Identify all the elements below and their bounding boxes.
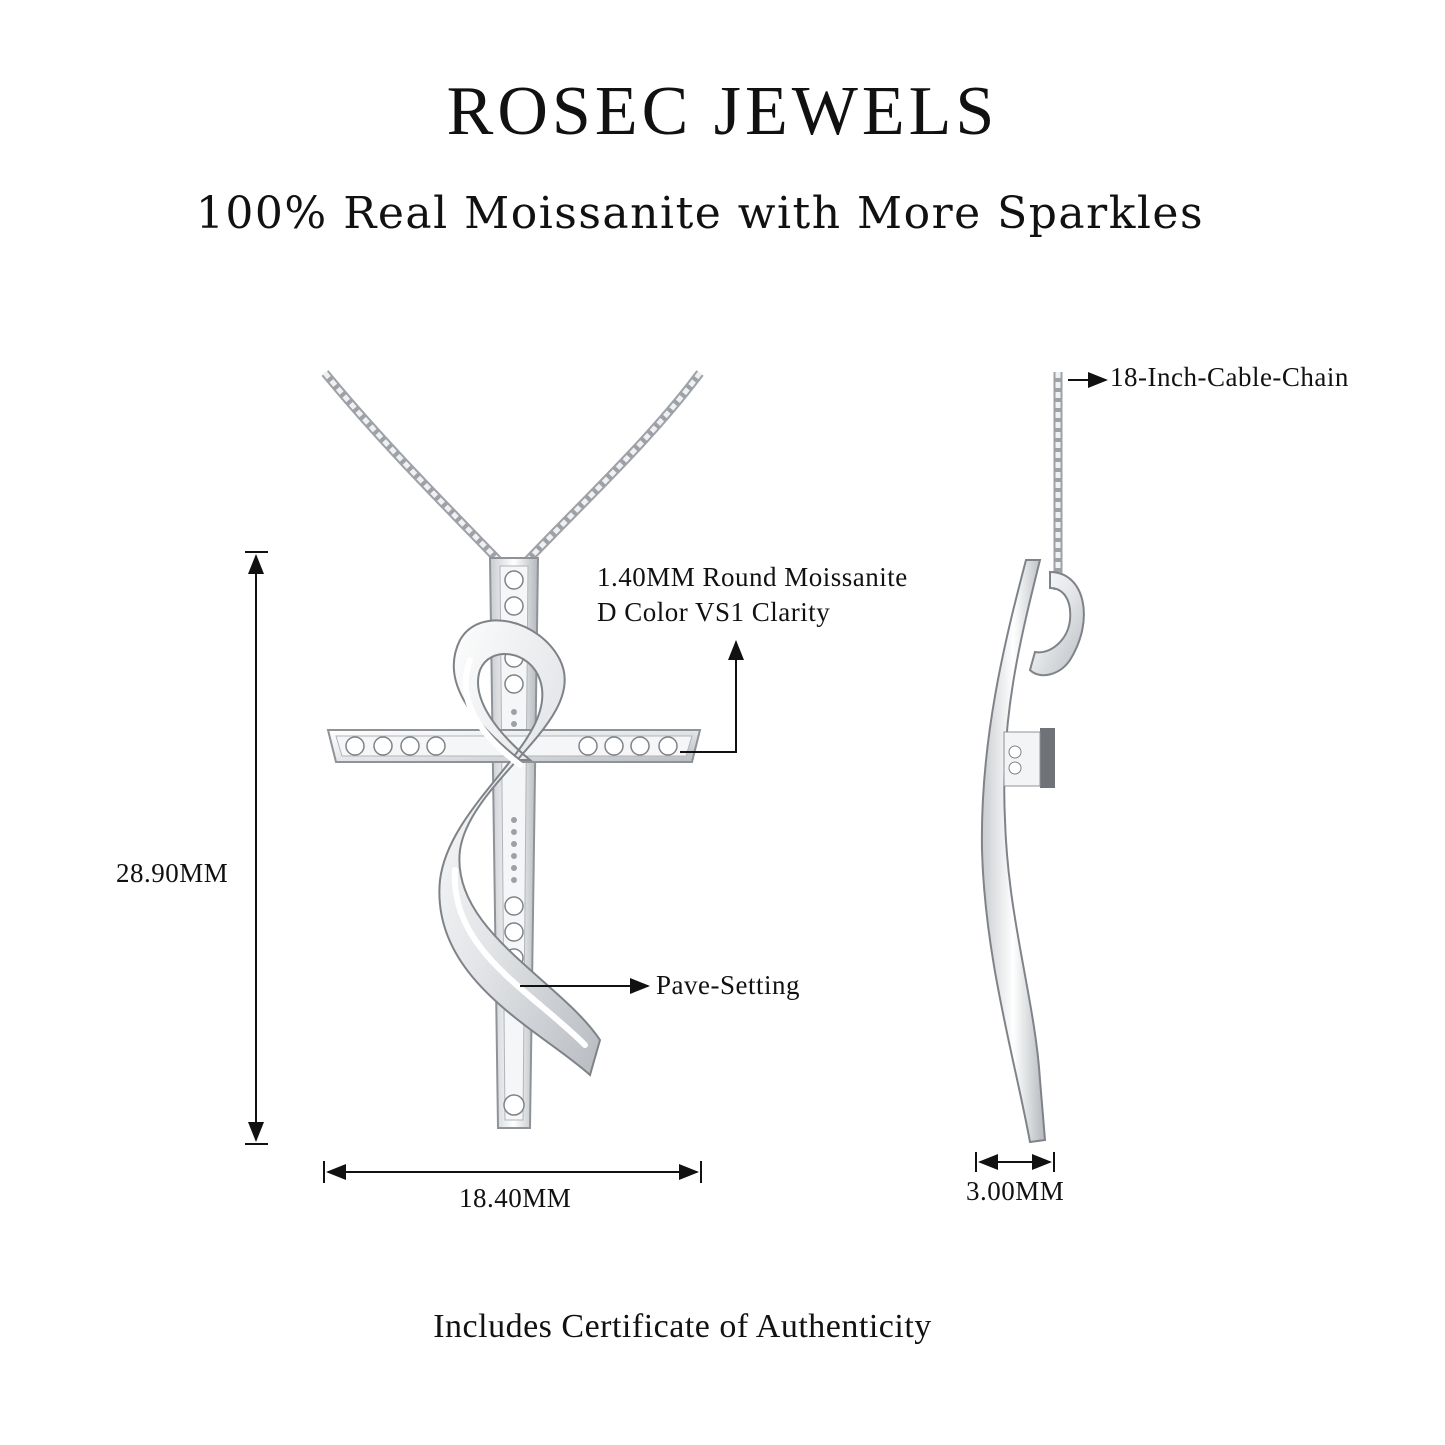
brand-title: ROSEC JEWELS xyxy=(446,73,999,150)
certificate-note: Includes Certificate of Authenticity xyxy=(433,1308,932,1345)
thickness-dimension xyxy=(975,1152,1055,1172)
stone-spec-line1: 1.40MM Round Moissanite xyxy=(597,562,908,592)
product-tagline: 100% Real Moissanite with More Sparkles xyxy=(195,188,1205,239)
height-dimension xyxy=(245,551,268,1145)
stone-spec-line2: D Color VS1 Clarity xyxy=(597,597,831,627)
chain-front xyxy=(321,370,704,564)
width-label: 18.40MM xyxy=(459,1183,572,1213)
height-label: 28.90MM xyxy=(116,858,229,888)
stone-pointer xyxy=(680,640,744,753)
chain-label: 18-Inch-Cable-Chain xyxy=(1110,362,1349,392)
infinity-ribbon xyxy=(438,619,602,1077)
width-dimension xyxy=(323,1161,702,1183)
setting-label: Pave-Setting xyxy=(656,970,800,1000)
thickness-label: 3.00MM xyxy=(966,1176,1065,1206)
pendant-side-view xyxy=(980,559,1085,1144)
